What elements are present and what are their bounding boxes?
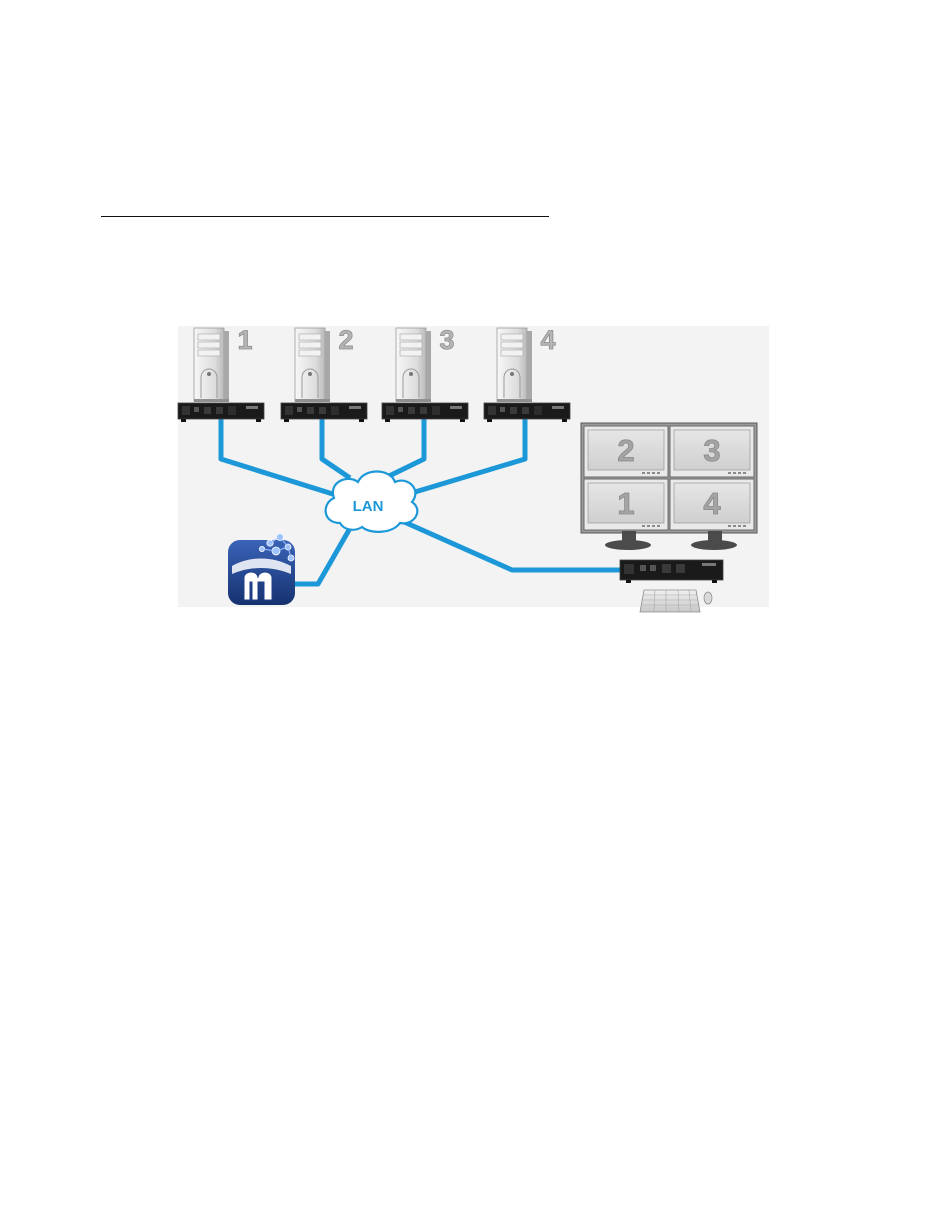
- computer-3-label: 3: [439, 325, 454, 355]
- monitor-1: 1: [584, 479, 668, 530]
- kvm-transmitter-icon: [382, 403, 468, 422]
- management-app: [228, 534, 295, 606]
- computer-4-label: 4: [540, 325, 555, 355]
- kvm-transmitter-icon: [178, 403, 264, 422]
- video-wall: 2 3 1 4: [581, 423, 757, 550]
- monitor-4: 4: [670, 479, 754, 530]
- tower-pc-icon: [194, 328, 229, 402]
- lan-cloud: LAN: [326, 472, 418, 532]
- tower-pc-icon: [295, 328, 330, 402]
- mouse-icon: [704, 592, 712, 604]
- monitor-3: 3: [670, 426, 754, 477]
- computer-2-label: 2: [338, 325, 353, 355]
- tower-pc-icon: [396, 328, 431, 402]
- monitor-1-label: 1: [617, 486, 634, 521]
- monitor-3-label: 3: [703, 433, 720, 468]
- monitor-2: 2: [584, 426, 668, 477]
- keyboard-icon: [640, 590, 700, 612]
- kvm-transmitter-icon: [281, 403, 367, 422]
- kvm-receiver-icon: [620, 560, 723, 583]
- kvm-transmitter-icon: [484, 403, 570, 422]
- monitor-2-label: 2: [617, 433, 634, 468]
- computer-1-label: 1: [237, 325, 252, 355]
- monitor-4-label: 4: [703, 486, 721, 521]
- lan-label: LAN: [353, 498, 384, 515]
- tower-pc-icon: [497, 328, 532, 402]
